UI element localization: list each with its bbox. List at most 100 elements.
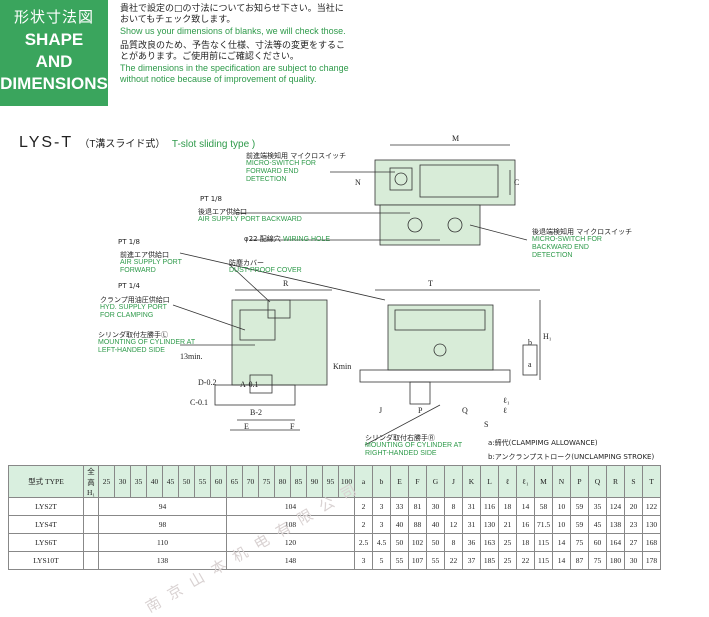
table-cell: 163 — [480, 533, 499, 552]
table-header-height: 30 — [114, 465, 131, 498]
label-air-fwd-jp: 前進エア供給口 — [120, 251, 169, 259]
side-view-body — [231, 299, 328, 386]
table-header-height: 90 — [306, 465, 323, 498]
table-cell: 18 — [516, 533, 535, 552]
note1-jp: 貴社で設定の□の寸法についてお知らせ下さい。当社においてもチェック致します。 — [120, 4, 344, 25]
dim-B2: B-2 — [250, 408, 262, 417]
table-header-col: G — [426, 465, 445, 498]
table-cell-type: LYS6T — [8, 533, 84, 552]
label-bwd-switch: 後退端検知用 マイクロスイッチ MICRO-SWITCH FOR BACKWAR… — [532, 228, 632, 260]
table-header-col: N — [552, 465, 571, 498]
table-cell-h1-low: 110 — [98, 533, 227, 552]
table-cell: 50 — [426, 533, 445, 552]
table-cell: 21 — [498, 515, 517, 534]
table-header-height: 85 — [290, 465, 307, 498]
table-cell: 14 — [552, 551, 571, 570]
table-header-col: J — [444, 465, 463, 498]
dim-F: F — [290, 422, 295, 431]
table-cell: 37 — [462, 551, 481, 570]
table-header-col: E — [390, 465, 409, 498]
dim-A01: A-0.1 — [240, 380, 259, 389]
table-cell-type: LYS10T — [8, 551, 84, 570]
top-view-body — [374, 159, 516, 206]
title-en: T-slot sliding type ) — [171, 139, 256, 150]
table-cell-type: LYS2T — [8, 497, 84, 516]
table-header-col: ℓ₁ — [516, 465, 535, 498]
label-wiring: φ22 配線穴 WIRING HOLE — [244, 235, 330, 244]
label-b-note: b:アンクランプストローク(UNCLAMPING STROKE) — [488, 453, 654, 461]
table-cell: 27 — [624, 533, 643, 552]
label-wiring-jp: φ22 配線穴 — [244, 235, 281, 243]
dim-H1: H₁ — [543, 332, 552, 341]
label-left-en: MOUNTING OF CYLINDER AT LEFT-HANDED SIDE — [98, 339, 195, 354]
table-cell: 40 — [390, 515, 409, 534]
table-cell: 3 — [372, 515, 391, 534]
label-b-note-text: b:アンクランプストローク(UNCLAMPING STROKE) — [488, 453, 655, 461]
label-fwd-switch: 前進端検知用 マイクロスイッチ MICRO-SWITCH FOR FORWARD… — [246, 152, 346, 184]
dim-M: M — [452, 134, 460, 143]
table-cell: 178 — [642, 551, 661, 570]
table-cell: 87 — [570, 551, 589, 570]
dim-l1: ℓ₁ — [503, 396, 510, 405]
table-cell: 2.5 — [354, 533, 373, 552]
table-cell: 4.5 — [372, 533, 391, 552]
table-cell: 55 — [426, 551, 445, 570]
table-cell: 22 — [516, 551, 535, 570]
table-cell: 168 — [642, 533, 661, 552]
label-air-back-jp: 後退エア供給口 — [198, 208, 247, 216]
table-cell-h1 — [83, 533, 99, 552]
table-cell: 45 — [588, 515, 607, 534]
table-cell: 31 — [462, 515, 481, 534]
table-header-height: 25 — [98, 465, 115, 498]
table-header-col: L — [480, 465, 499, 498]
dim-J: J — [379, 406, 383, 415]
table-cell: 35 — [588, 497, 607, 516]
table-cell: 40 — [426, 515, 445, 534]
table-cell: 16 — [516, 515, 535, 534]
front-view-body — [387, 304, 494, 371]
table-header-height: 55 — [194, 465, 211, 498]
table-cell: 75 — [570, 533, 589, 552]
label-fwd-switch-en: MICRO-SWITCH FOR FORWARD END DETECTION — [246, 160, 316, 183]
table-cell: 14 — [516, 497, 535, 516]
top-view-hole-2 — [447, 217, 463, 233]
front-view-bolts — [394, 309, 486, 331]
table-cell: 33 — [390, 497, 409, 516]
table-cell: 2 — [354, 497, 373, 516]
table-cell: 25 — [498, 551, 517, 570]
table-header-type: 型式 TYPE — [8, 465, 84, 498]
side-view-base — [214, 384, 296, 406]
label-pt2: PT 1/8 — [118, 238, 140, 246]
table-header-col: F — [408, 465, 427, 498]
note2-jp: 品質改良のため、予告なく仕様、寸法等の変更をすることがあります。ご使用前にご確認… — [120, 41, 346, 62]
dim-D02: D-0.2 — [198, 378, 217, 387]
table-cell: 22 — [444, 551, 463, 570]
table-cell: 18 — [498, 497, 517, 516]
top-view-hole-1 — [407, 217, 423, 233]
table-cell: 130 — [642, 515, 661, 534]
label-clamp-en: HYD. SUPPLY PORT FOR CLAMPING — [100, 304, 167, 319]
note1-en: Show us your dimensions of blanks, we wi… — [120, 26, 346, 36]
table-cell: 30 — [426, 497, 445, 516]
label-right-en: MOUNTING OF CYLINDER AT RIGHT-HANDED SID… — [365, 442, 462, 457]
label-pt1: PT 1/8 — [200, 195, 222, 203]
table-header-col: b — [372, 465, 391, 498]
label-bwd-switch-jp: 後退端検知用 マイクロスイッチ — [532, 228, 633, 236]
table-cell: 12 — [444, 515, 463, 534]
page-title: LYS-T （T溝スライド式） T-slot sliding type ) — [19, 134, 255, 152]
table-header-height: 70 — [242, 465, 259, 498]
label-air-back: 後退エア供給口 AIR SUPPLY PORT BACKWARD — [198, 208, 302, 224]
badge-en-2: AND — [35, 52, 73, 71]
dim-R: R — [283, 279, 289, 288]
dim-T: T — [428, 279, 433, 288]
dim-P: P — [418, 406, 423, 415]
table-cell: 130 — [480, 515, 499, 534]
front-view-hole — [433, 343, 447, 357]
table-cell: 36 — [462, 533, 481, 552]
table-cell-type: LYS4T — [8, 515, 84, 534]
dim-min13: 13min. — [180, 352, 203, 361]
label-clamp: クランプ用油圧供給口 HYD. SUPPLY PORT FOR CLAMPING — [100, 296, 180, 320]
table-cell: 50 — [390, 533, 409, 552]
